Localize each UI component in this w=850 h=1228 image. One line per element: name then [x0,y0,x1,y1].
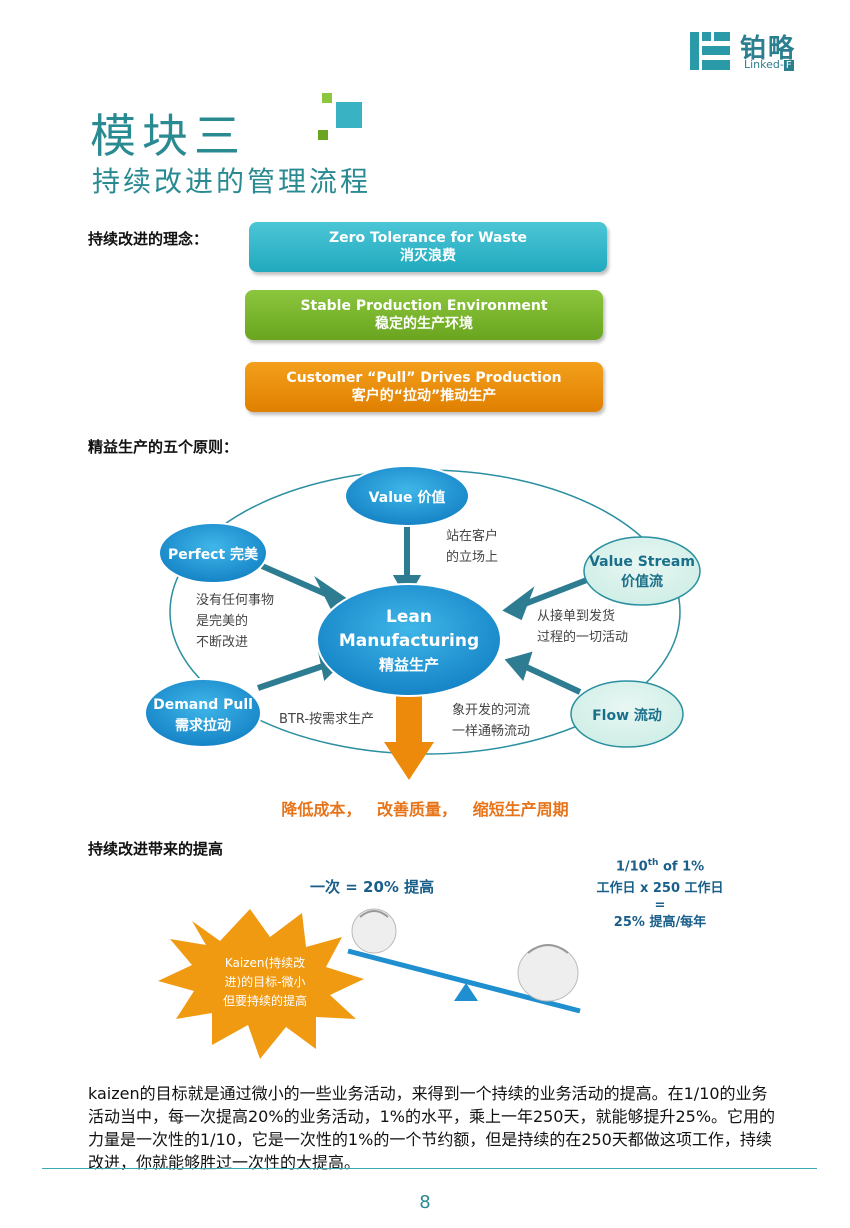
money-bag-large [517,944,579,1002]
deco-square-green [322,93,332,103]
calc-line-4: 25% 提高/每年 [613,915,707,931]
arrow-stream-head [502,586,535,621]
arrow-perfect-head [314,576,351,609]
stream-note-1: 从接单到发货 [537,608,615,624]
perfect-note-2: 是完美的 [196,613,248,629]
stream-note-2: 过程的一切活动 [537,629,628,645]
stream-bubble [583,536,701,606]
demand-label-2: 需求拉动 [175,717,231,734]
value-note-2: 的立场上 [446,549,498,565]
stream-label-2: 价值流 [621,573,663,590]
money-bag-small [351,908,397,954]
kaizen-calculation: 1/10th of 1% 工作日 x 250 工作日 = 25% 提高/每年 [560,852,760,934]
arrow-flow-head [504,651,533,682]
arrow-demand [257,662,327,691]
burst-line-3: 但要持续的提高 [223,993,307,1008]
center-bubble [316,583,502,697]
lean-principles-diagram: Lean Manufacturing 精益生产 Value 价值 站在客户 的立… [144,465,701,780]
deco-square-green-small [318,130,328,140]
burst-line-1: Kaizen(持续改 [225,955,305,970]
perfect-note-3: 不断改进 [196,635,248,650]
perfect-bubble [158,522,268,584]
logo-text: 铂略 [740,34,797,64]
result-arrow-head [384,742,434,780]
center-line3: 精益生产 [379,656,439,674]
stream-label-1: Value Stream [589,554,695,570]
flow-note-2: 一样通畅流动 [452,724,530,739]
flow-bubble [570,680,684,748]
kaizen-illustration: Kaizen(持续改 进)的目标-微小 但要持续的提高 [158,908,581,1059]
arrow-stream [520,575,594,608]
lean-result-text: 降低成本， 改善质量， 缩短生产周期 [281,800,569,819]
value-label: Value 价值 [369,489,446,506]
seesaw-beam [347,948,581,1014]
arrow-flow [520,662,582,695]
value-bubble [344,465,470,527]
center-line2: Manufacturing [339,631,479,651]
arrow-perfect [260,563,330,598]
kaizen-burst [158,909,364,1059]
perfect-label: Perfect 完美 [168,546,259,563]
center-line1: Lean [386,607,432,627]
seesaw-fulcrum [454,983,478,1001]
flow-note-1: 象开发的河流 [452,702,530,718]
calc-line-2: 工作日 x 250 工作日 [596,881,724,897]
improvement-label: 持续改进带来的提高 [88,840,224,858]
kaizen-paragraph: kaizen的目标就是通过微小的一些业务活动，来得到一个持续的业务活动的提高。在… [88,1084,776,1172]
once-improvement: 一次 = 20% 提高 [310,878,435,896]
module-subtitle: 持续改进的管理流程 [92,165,372,198]
deco-square-teal [336,102,362,128]
concepts-label: 持续改进的理念： [88,230,209,248]
perfect-note-1: 没有任何事物 [196,592,274,608]
principles-label: 精益生产的五个原则： [88,438,239,456]
flow-label: Flow 流动 [592,707,662,724]
burst-line-2: 进)的目标-微小 [224,974,305,989]
demand-bubble [144,678,262,748]
logo-subtext: Linked-F [744,58,794,71]
demand-label-1: Demand Pull [153,697,253,713]
calc-line-1: 1/10th of 1% [615,858,705,875]
result-arrow-shaft [396,694,422,742]
value-note-1: 站在客户 [446,528,498,544]
calc-line-3: = [654,898,666,914]
module-title: 模块三 [90,109,246,163]
footer-divider [42,1168,817,1169]
page-number: 8 [419,1192,431,1213]
logo-mark-icon [690,32,730,70]
demand-note: BTR-按需求生产 [279,712,374,727]
